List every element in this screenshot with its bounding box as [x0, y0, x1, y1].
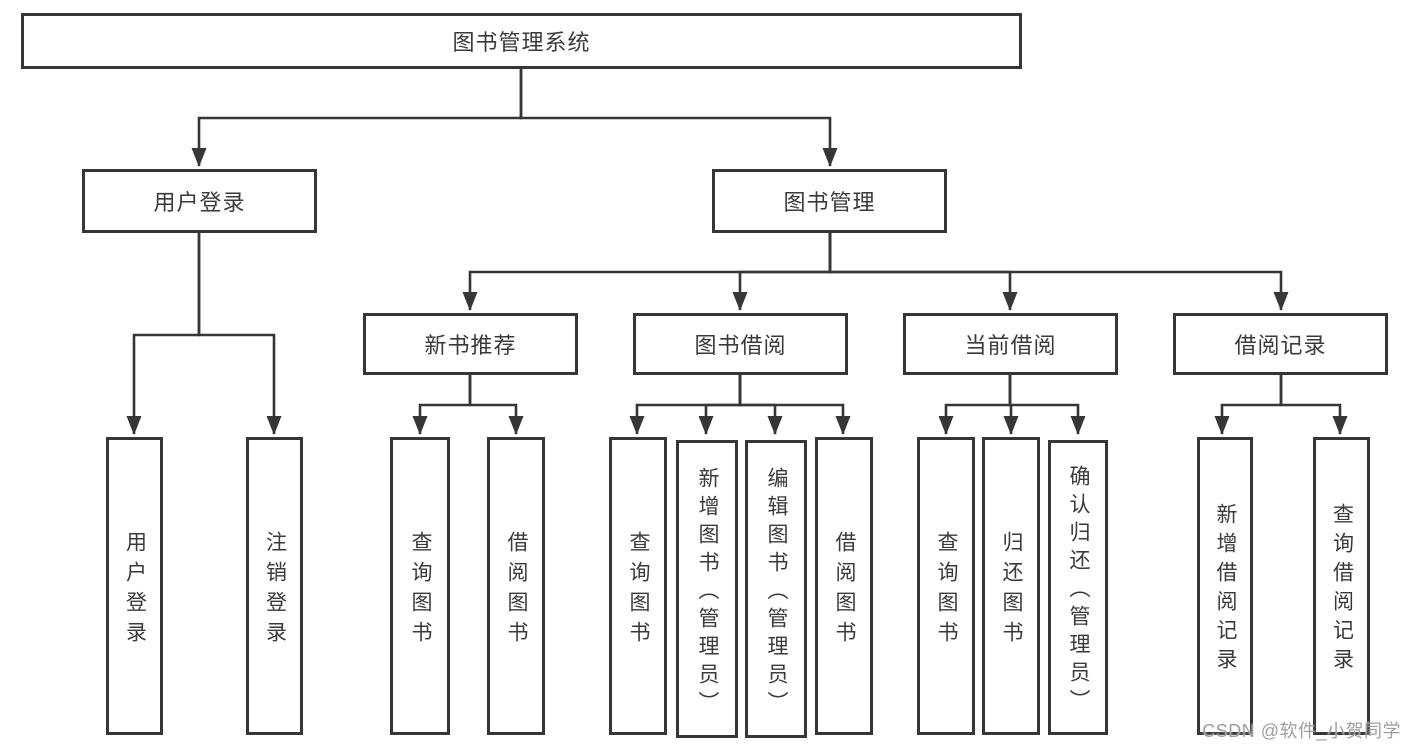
- leaf-label: 借阅图书: [833, 530, 856, 651]
- node-library-management-system: 图书管理系统: [21, 13, 1022, 69]
- leaf-label: 用户登录: [123, 530, 147, 651]
- node-label: 图书管理系统: [452, 30, 591, 55]
- leaf-borrow-books-borrowing: 借阅图书: [815, 437, 873, 735]
- node-label: 图书借阅: [694, 333, 787, 358]
- node-label: 图书管理: [783, 190, 876, 215]
- node-label: 借阅记录: [1234, 333, 1327, 358]
- node-label: 当前借阅: [964, 333, 1057, 358]
- leaf-label: 新增借阅记录: [1214, 503, 1237, 677]
- leaf-label: 新增图书（管理员）: [696, 466, 719, 719]
- leaf-label: 归还图书: [1000, 530, 1023, 651]
- leaf-query-books-borrowing: 查询图书: [609, 437, 667, 735]
- leaf-query-borrow-record: 查询借阅记录: [1313, 437, 1370, 735]
- node-borrowing-records: 借阅记录: [1173, 313, 1388, 375]
- leaf-label: 查询图书: [409, 530, 432, 651]
- leaf-label: 查询图书: [627, 530, 650, 651]
- leaf-borrow-books-recommend: 借阅图书: [487, 437, 545, 735]
- leaf-label: 注销登录: [263, 530, 287, 651]
- csdn-watermark: CSDN @软件_小贺同学: [1202, 721, 1401, 741]
- node-book-management: 图书管理: [712, 169, 947, 233]
- leaf-label: 借阅图书: [505, 530, 528, 651]
- node-user-login: 用户登录: [82, 169, 317, 233]
- leaf-confirm-return-admin: 确认归还（管理员）: [1048, 440, 1108, 735]
- leaf-logout: 注销登录: [246, 437, 303, 735]
- leaf-query-books-recommend: 查询图书: [390, 437, 450, 735]
- leaf-user-login: 用户登录: [106, 437, 163, 735]
- leaf-add-borrow-record: 新增借阅记录: [1197, 437, 1253, 735]
- node-book-borrowing: 图书借阅: [633, 313, 848, 375]
- node-label: 新书推荐: [424, 333, 517, 358]
- leaf-label: 查询图书: [935, 530, 958, 651]
- leaf-label: 查询借阅记录: [1330, 503, 1354, 677]
- leaf-label: 编辑图书（管理员）: [765, 466, 788, 719]
- leaf-label: 确认归还（管理员）: [1067, 465, 1090, 717]
- leaf-query-books-current: 查询图书: [917, 437, 975, 735]
- leaf-return-book: 归还图书: [982, 437, 1040, 735]
- node-current-borrowing: 当前借阅: [903, 313, 1118, 375]
- node-label: 用户登录: [153, 190, 246, 215]
- leaf-edit-book-admin: 编辑图书（管理员）: [745, 440, 807, 738]
- leaf-add-book-admin: 新增图书（管理员）: [676, 440, 738, 738]
- node-new-book-recommend: 新书推荐: [363, 313, 578, 375]
